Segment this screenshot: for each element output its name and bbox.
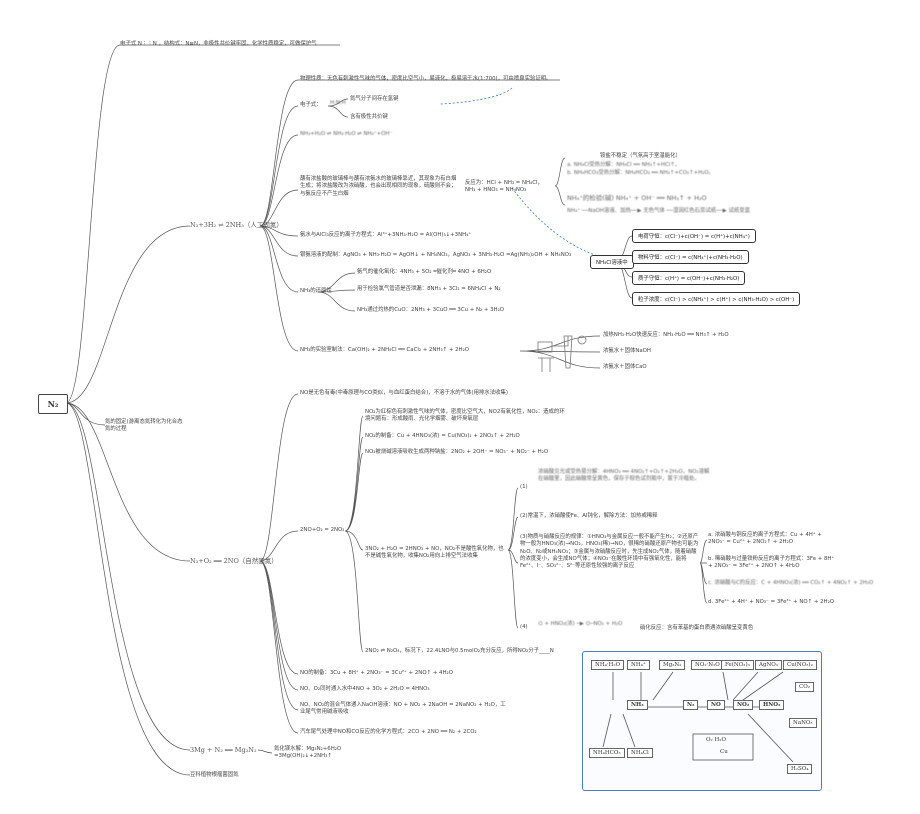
chart-label-cu: Cu <box>720 749 728 755</box>
no-desc: NO是无色有毒(中毒原理与CO类似，与血红蛋白结合)，不溶于水的气体(用排水法收… <box>300 390 508 396</box>
no2-water: 3NO₂ + H₂O = 2HNO₃ + NO，NO₂不是酸性氧化物，也不是碱性… <box>365 546 504 560</box>
n2o4-question: 2NO₂ ⇌ N₂O₄，标况下，22.4LNO与0.5molO₂充分反应，所得N… <box>365 648 554 654</box>
no-o2-water: NO、O₂同时通入水中4NO + 3O₂ + 2H₂O = 4HNO₃ <box>300 686 430 692</box>
chart-box-nh4cl: NH₄Cl <box>627 748 653 758</box>
particle-concentration[interactable]: 粒子浓度：c(Cl⁻) > c(NH₄⁺) > c(H⁺) > c(NH₃·H₂… <box>632 292 801 306</box>
material-balance-text: 物料守恒：c(Cl⁻) = c(NH₄⁺)+c(NH₃·H₂O) <box>638 255 743 261</box>
ammonium-b: b. NH₄HCO₃受热分解：NH₄HCO₃ ══ NH₃↑+CO₂↑+H₂O。 <box>567 170 714 176</box>
ammonium-title: 铵盐不稳定（气氛高于室温能化） <box>600 153 681 159</box>
charge-balance-text: 电荷守恒：c(Cl⁻)+c(OH⁻) = c(H⁺)+c(NH₄⁺) <box>638 234 750 240</box>
nh4cl-node[interactable]: NH₄Cl溶液中 <box>590 255 634 269</box>
chart-box-no: NO <box>707 700 725 710</box>
hcl-reaction: 反应为：HCl + NH₃ = NH₄Cl，NH₃ + HNO₃ = NH₄NO… <box>465 180 543 194</box>
no2-prep: NO₂的制备：Cu + 4HNO₃(浓) = Cu(NO₃)₂ + 2NO₂↑ … <box>365 433 520 439</box>
hno3-2: (2)常温下，浓硝酸使Fe、Al钝化，解除方法：加热或稀释 <box>520 513 658 519</box>
ammonium-test: NH₄⁺的检验(碱) NH₄⁺ + OH⁻ ══ NH₃↑ + H₂O <box>567 194 707 202</box>
silver-ammonia: 银氨溶液的配制：AgNO₃ + NH₃·H₂O = AgOH↓ + NH₄NO₃… <box>300 252 572 258</box>
ammonium-a: a. NH₄Cl受热分解：NH₄Cl ══ NH₃↑+HCl↑， <box>567 162 681 168</box>
rxn-d: d. 3Fe²⁺ + 4H⁺ + NO₃⁻ = 3Fe³⁺ + NO↑ + 2H… <box>708 599 834 605</box>
chart-label-o2h2o: O₂ H₂O <box>706 737 726 743</box>
mg-desc: 氮化镁水解：Mg₃N₂+6H₂O =3Mg(OH)₂↓+2NH₃↑ <box>274 746 342 760</box>
no2-naoh: NO₂被烧碱溶液吸收生成两种钠盐：2NO₂ + 2OH⁻ = NO₃⁻ + NO… <box>365 449 549 455</box>
nitrogen-fixation-node: 氮的固定(游离态氮转化为化合态氮的过程 <box>105 419 183 433</box>
ammonium-test-flow: NH₄⁺ ──NaOH溶液、加热──▶ 无色气体 ──湿润红色石蕊试纸──▶ 试… <box>567 208 751 214</box>
nh3-physical: 物理性质：无色有刺激性气味的气体，密度比空气小，易液化，极易溶于水(1:700)… <box>300 76 552 82</box>
hcl-note: 蘸有浓盐酸的玻璃棒与蘸有浓氨水的玻璃棒靠近，其现象为有白烟生成；将浓盐酸改为浓硝… <box>300 176 457 197</box>
chart-box-6: AgNO₃ <box>755 660 783 670</box>
material-balance[interactable]: 物料守恒：c(Cl⁻) = c(NH₄⁺)+c(NH₃·H₂O) <box>632 250 749 264</box>
nh3-header[interactable]: N₂+3H₂ ⇌ 2NH₃（人工固氮） <box>190 221 283 229</box>
mg-header[interactable]: 3Mg + N₂ ══ Mg₃N₂ <box>190 746 257 754</box>
chart-box-7: Cu(NO₃)₂ <box>783 660 817 670</box>
benzene-icon: ⌬ + HNO₃(浓) ─▶ ⌬─NO₂ + H₂O <box>538 621 623 627</box>
chart-box-5: Fe(NO₃)₃ <box>721 660 754 670</box>
chart-box-co2: CO₂ <box>795 682 814 692</box>
lab-prep: NH₃的实验室制法：Ca(OH)₂ + 2NH₄Cl ══ CaCl₂ + 2N… <box>300 347 469 353</box>
reducing-label: NH₃的还原性 <box>300 288 332 294</box>
electron-formula-icon: H:N:H <box>330 100 346 106</box>
nitrogen-conversion-chart: NH₄·H₂O NH₄⁺ Mg₃N₂ NO₂·N₂O Fe(NO₃)₃ AgNO… <box>582 651 822 791</box>
rxn-b: b. 稀硝酸与过量铁粉反应的离子方程式：3Fe + 8H⁺ + 2NO₃⁻ = … <box>708 556 835 570</box>
chart-box-no2: NO₂ <box>733 700 754 710</box>
charge-balance[interactable]: 电荷守恒：c(Cl⁻)+c(OH⁻) = c(H⁺)+c(NH₄⁺) <box>632 229 756 243</box>
alcl3-reaction: 氨水与AlCl₃反应的离子方程式：Al³⁺+3NH₃·H₂O = Al(OH)₃… <box>300 232 472 238</box>
hno3-1: 浓硝酸见光或受热易分解：4HNO₃ ══ 4NO₂↑+O₂↑+2H₂O，NO₂溶… <box>538 469 710 483</box>
bio-fixation: 豆科植物根瘤菌固氮 <box>190 772 239 778</box>
reduce-2: 用于检验氯气管道是否泄漏：8NH₃ + 3Cl₂ = 6NH₄Cl + N₂ <box>357 286 501 292</box>
hno3-1-label: (1) <box>520 484 528 490</box>
chart-box-nano3: NaNO₃ <box>789 718 817 728</box>
hno3-3: (3)物质与硝酸反应的规律：①HNO₃与金属反应一般不能产生H₂；②还原产物一般… <box>520 534 699 570</box>
lab-alt-3: 浓氨水＋固体CaO <box>603 364 647 370</box>
reduce-3: NH₃通过灼热的CuO：2NH₃ + 3CuO ══ 3Cu + N₂ + 3H… <box>357 307 504 313</box>
chart-arrows <box>602 671 794 763</box>
naoh-mix: NO、NO₂的混合气体通入NaOH溶液：NO + NO₂ + 2NaOH = 2… <box>300 702 506 716</box>
rxn-c: c. 浓硝酸与C的反应：C + 4HNO₃(浓) ══ CO₂↑ + 4NO₂↑… <box>708 580 874 586</box>
root-node-n2[interactable]: N₂ <box>38 394 68 414</box>
proton-balance[interactable]: 质子守恒：c(H⁺) = c(OH⁻)+c(NH₃·H₂O) <box>632 271 746 285</box>
top-branch-text: 电子式 N⋮⋮N ，结构式：N≡N，非极性共价键牢固，化学性质稳定，可做保护气 <box>120 41 317 47</box>
hno3-4-label: (4) <box>520 624 528 630</box>
particle-concentration-text: 粒子浓度：c(Cl⁻) > c(NH₄⁺) > c(H⁺) > c(NH₃·H₂… <box>638 297 795 303</box>
car-exhaust: 汽车尾气处理中NO和CO反应的化学方程式：2CO + 2NO ══ N₂ + 2… <box>300 729 477 735</box>
rxn-a: a. 浓硝酸与铜反应的离子方程式：Cu + 4H⁺ + 2NO₃⁻ = Cu²⁺… <box>708 532 822 546</box>
water-equation: NH₃+H₂O ⇌ NH₃·H₂O ⇌ NH₄⁺+OH⁻ <box>300 131 393 137</box>
lab-alt-2: 浓氨水＋固体NaOH <box>603 348 651 354</box>
root-label: N₂ <box>47 399 59 409</box>
chart-box-n2: N₂ <box>683 700 699 710</box>
lab-alt-1: 加热NH₃·H₂O快速反应：NH₃·H₂O ══ NH₃↑ + H₂O <box>603 332 729 338</box>
chart-box-nh3: NH₃ <box>627 700 648 710</box>
chart-box-nh4hco3: NH₄HCO₃ <box>589 748 625 758</box>
bond-note-1: 氮气分子间存在氢键 <box>350 96 399 102</box>
apparatus-icon <box>537 335 587 372</box>
bond-note-2: 含有极性共价键 <box>350 114 388 120</box>
no-header[interactable]: N₂+O₂ ══ 2NO（自然固氮） <box>190 557 278 565</box>
electron-label: 电子式： <box>300 102 322 108</box>
chart-box-4: NO₂·N₂O <box>691 660 724 670</box>
reduce-1: 氨气的催化氧化：4NH₃ + 5O₂ ═催化剂═ 4NO + 6H₂O <box>357 269 492 275</box>
nh4cl-node-label: NH₄Cl溶液中 <box>596 260 628 266</box>
chart-box-3: Mg₃N₂ <box>659 660 686 670</box>
no-oxidation: 2NO+O₂ = 2NO₂ <box>300 527 345 533</box>
hno3-4: 硝化反应：含有苯基的蛋白质遇浓硝酸呈变黄色 <box>640 625 754 631</box>
no2-desc: NO₂为红棕色有刺激性气味的气体，密度比空气大，NO2有氧化性，NO₂：造成的环… <box>365 409 565 423</box>
chart-box-hno3: HNO₃ <box>759 700 785 710</box>
proton-balance-text: 质子守恒：c(H⁺) = c(OH⁻)+c(NH₃·H₂O) <box>638 276 740 282</box>
chart-box-h2so4: H₂SO₄ <box>787 764 813 774</box>
no-prep: NO的制备：3Cu + 8H⁺ + 2NO₃⁻ = 3Cu²⁺ + 2NO↑ +… <box>300 670 453 676</box>
chart-box-1: NH₄·H₂O <box>591 660 625 670</box>
chart-box-2: NH₄⁺ <box>627 660 650 670</box>
